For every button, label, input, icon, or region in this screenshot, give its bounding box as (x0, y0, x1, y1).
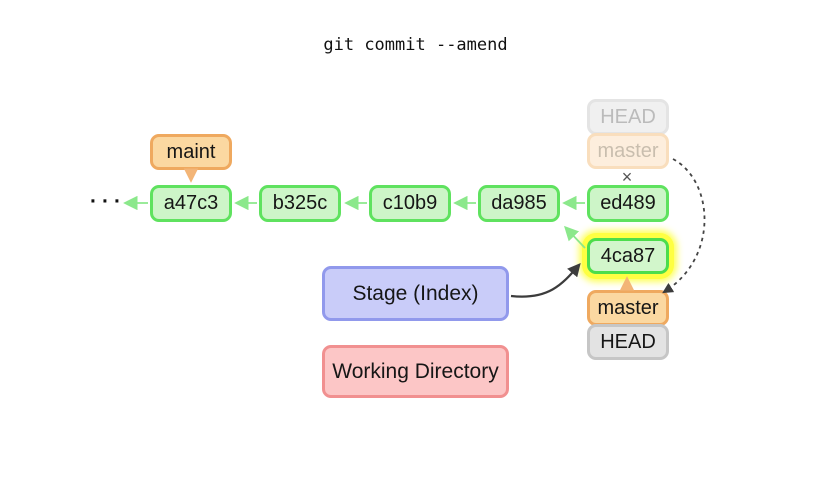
branch-label-maint: maint (150, 134, 232, 170)
new-master-label: master (587, 290, 669, 326)
stage-to-commit-arrow (510, 262, 581, 298)
history-ellipsis: ··· (90, 190, 126, 213)
working-directory-box: Working Directory (322, 345, 509, 398)
parent-arrow-4ca87-to-da985 (564, 225, 586, 249)
old-master-label: master (587, 133, 669, 169)
commit-node-da985: da985 (478, 185, 560, 222)
commit-node-b325c: b325c (259, 185, 341, 222)
commit-node-4ca87-highlighted: 4ca87 (587, 238, 669, 274)
commit-node-ed489: ed489 (587, 185, 669, 222)
removed-pointer-cross-icon: × (621, 167, 633, 187)
commit-node-a47c3: a47c3 (150, 185, 232, 222)
commit-node-c10b9: c10b9 (369, 185, 451, 222)
old-head-label: HEAD (587, 99, 669, 135)
diagram-title: git commit --amend (323, 35, 508, 55)
stage-index-box: Stage (Index) (322, 266, 509, 321)
master-move-dashed-arrow (662, 158, 706, 294)
new-head-label: HEAD (587, 324, 669, 360)
